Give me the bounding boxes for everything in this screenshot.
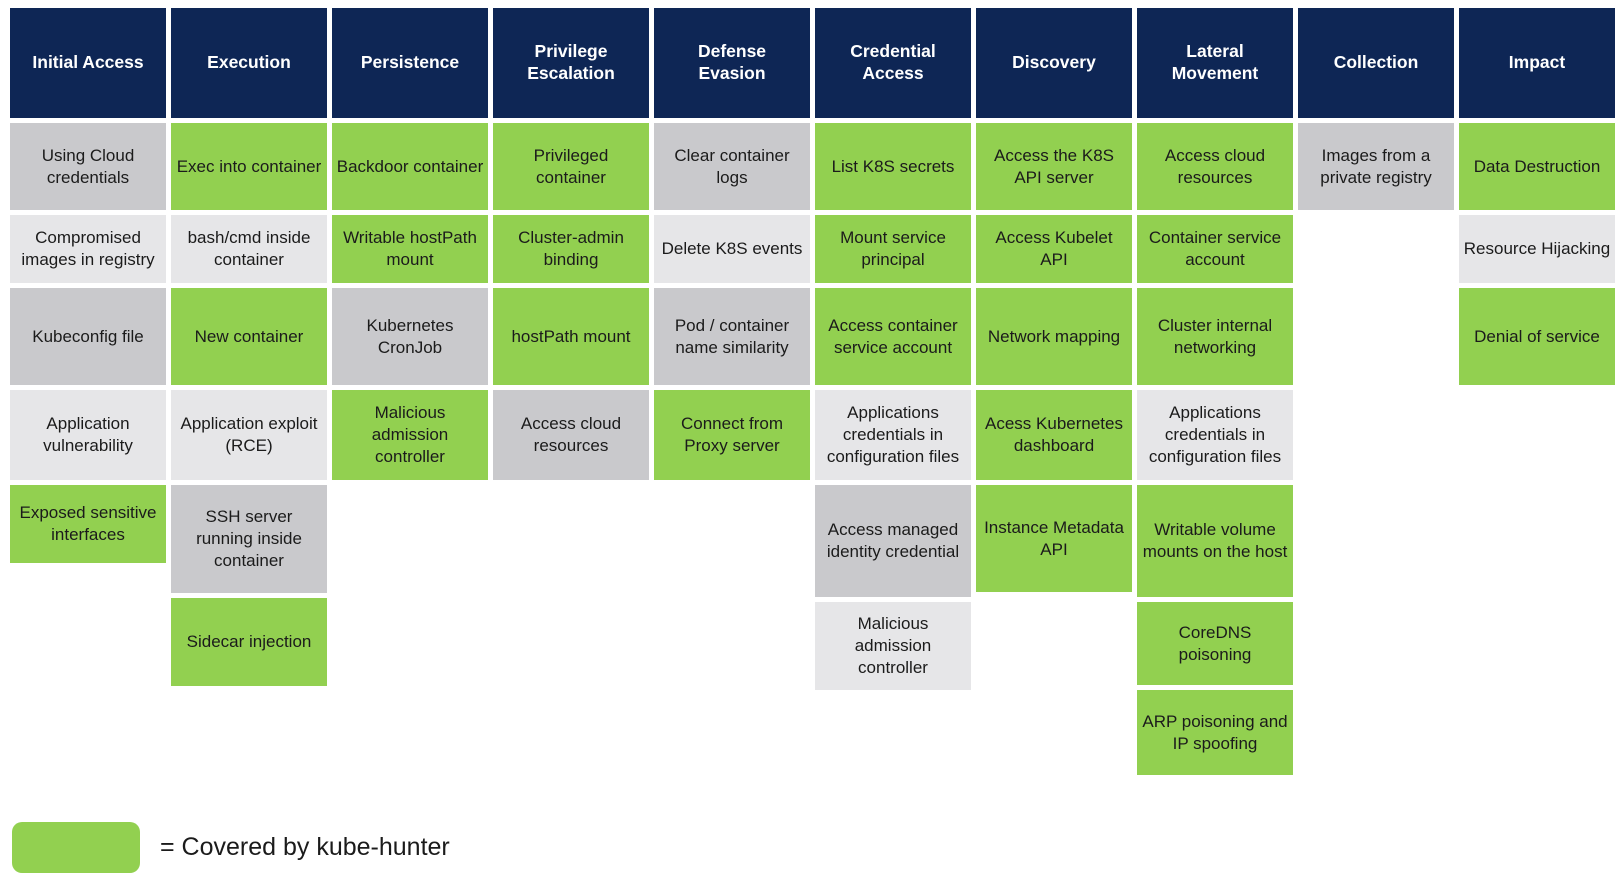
column-header-credential-access: Credential Access [815,8,971,118]
column-header-privilege-escalation: Privilege Escalation [493,8,649,118]
column-header-discovery: Discovery [976,8,1132,118]
matrix-cell-using-cloud-credentials: Using Cloud credentials [10,123,166,210]
matrix-cell-data-destruction: Data Destruction [1459,123,1615,210]
legend-green-swatch [12,822,140,873]
matrix-cell-applications-credentials-in-configuration-files: Applications credentials in configuratio… [1137,390,1293,480]
matrix-cell-backdoor-container: Backdoor container [332,123,488,210]
matrix-cell-access-container-service-account: Access container service account [815,288,971,385]
matrix-cell-network-mapping: Network mapping [976,288,1132,385]
column-header-execution: Execution [171,8,327,118]
matrix-cell-exec-into-container: Exec into container [171,123,327,210]
matrix-cell-acess-kubernetes-dashboard: Acess Kubernetes dashboard [976,390,1132,480]
legend: = Covered by kube-hunter [12,822,450,873]
matrix-cell-clear-container-logs: Clear container logs [654,123,810,210]
matrix-cell-privileged-container: Privileged container [493,123,649,210]
matrix-cell-instance-metadata-api: Instance Metadata API [976,485,1132,592]
matrix-cell-kubeconfig-file: Kubeconfig file [10,288,166,385]
matrix-cell-applications-credentials-in-configuration-files: Applications credentials in configuratio… [815,390,971,480]
matrix-cell-writable-volume-mounts-on-the-host: Writable volume mounts on the host [1137,485,1293,597]
matrix-cell-exposed-sensitive-interfaces: Exposed sensitive interfaces [10,485,166,563]
column-header-defense-evasion: Defense Evasion [654,8,810,118]
matrix-cell-connect-from-proxy-server: Connect from Proxy server [654,390,810,480]
matrix-cell-cluster-admin-binding: Cluster-admin binding [493,215,649,283]
matrix-cell-compromised-images-in-registry: Compromised images in registry [10,215,166,283]
matrix-cell-malicious-admission-controller: Malicious admission controller [815,602,971,690]
matrix-cell-kubernetes-cronjob: Kubernetes CronJob [332,288,488,385]
matrix-cell-denial-of-service: Denial of service [1459,288,1615,385]
matrix-cell-coredns-poisoning: CoreDNS poisoning [1137,602,1293,685]
matrix-cell-application-exploit-rce: Application exploit (RCE) [171,390,327,480]
legend-label: = Covered by kube-hunter [160,833,450,861]
matrix-cell-container-service-account: Container service account [1137,215,1293,283]
matrix-cell-new-container: New container [171,288,327,385]
matrix-cell-access-managed-identity-credential: Access managed identity credential [815,485,971,597]
column-header-lateral-movement: Lateral Movement [1137,8,1293,118]
matrix-cell-access-kubelet-api: Access Kubelet API [976,215,1132,283]
column-header-impact: Impact [1459,8,1615,118]
matrix-cell-ssh-server-running-inside-container: SSH server running inside container [171,485,327,593]
column-header-collection: Collection [1298,8,1454,118]
matrix-cell-sidecar-injection: Sidecar injection [171,598,327,686]
matrix-cell-access-the-k8s-api-server: Access the K8S API server [976,123,1132,210]
matrix-cell-resource-hijacking: Resource Hijacking [1459,215,1615,283]
column-header-persistence: Persistence [332,8,488,118]
matrix-cell-cluster-internal-networking: Cluster internal networking [1137,288,1293,385]
column-header-initial-access: Initial Access [10,8,166,118]
matrix-cell-delete-k8s-events: Delete K8S events [654,215,810,283]
matrix-cell-application-vulnerability: Application vulnerability [10,390,166,480]
matrix-cell-writable-hostpath-mount: Writable hostPath mount [332,215,488,283]
matrix-cell-bash-cmd-inside-container: bash/cmd inside container [171,215,327,283]
matrix-cell-access-cloud-resources: Access cloud resources [493,390,649,480]
matrix-cell-pod-container-name-similarity: Pod / container name similarity [654,288,810,385]
matrix-cell-malicious-admission-controller: Malicious admission controller [332,390,488,480]
matrix-cell-arp-poisoning-and-ip-spoofing: ARP poisoning and IP spoofing [1137,690,1293,775]
matrix-cell-list-k8s-secrets: List K8S secrets [815,123,971,210]
matrix-cell-access-cloud-resources: Access cloud resources [1137,123,1293,210]
matrix-cell-images-from-a-private-registry: Images from a private registry [1298,123,1454,210]
matrix-cell-mount-service-principal: Mount service principal [815,215,971,283]
matrix-cell-hostpath-mount: hostPath mount [493,288,649,385]
